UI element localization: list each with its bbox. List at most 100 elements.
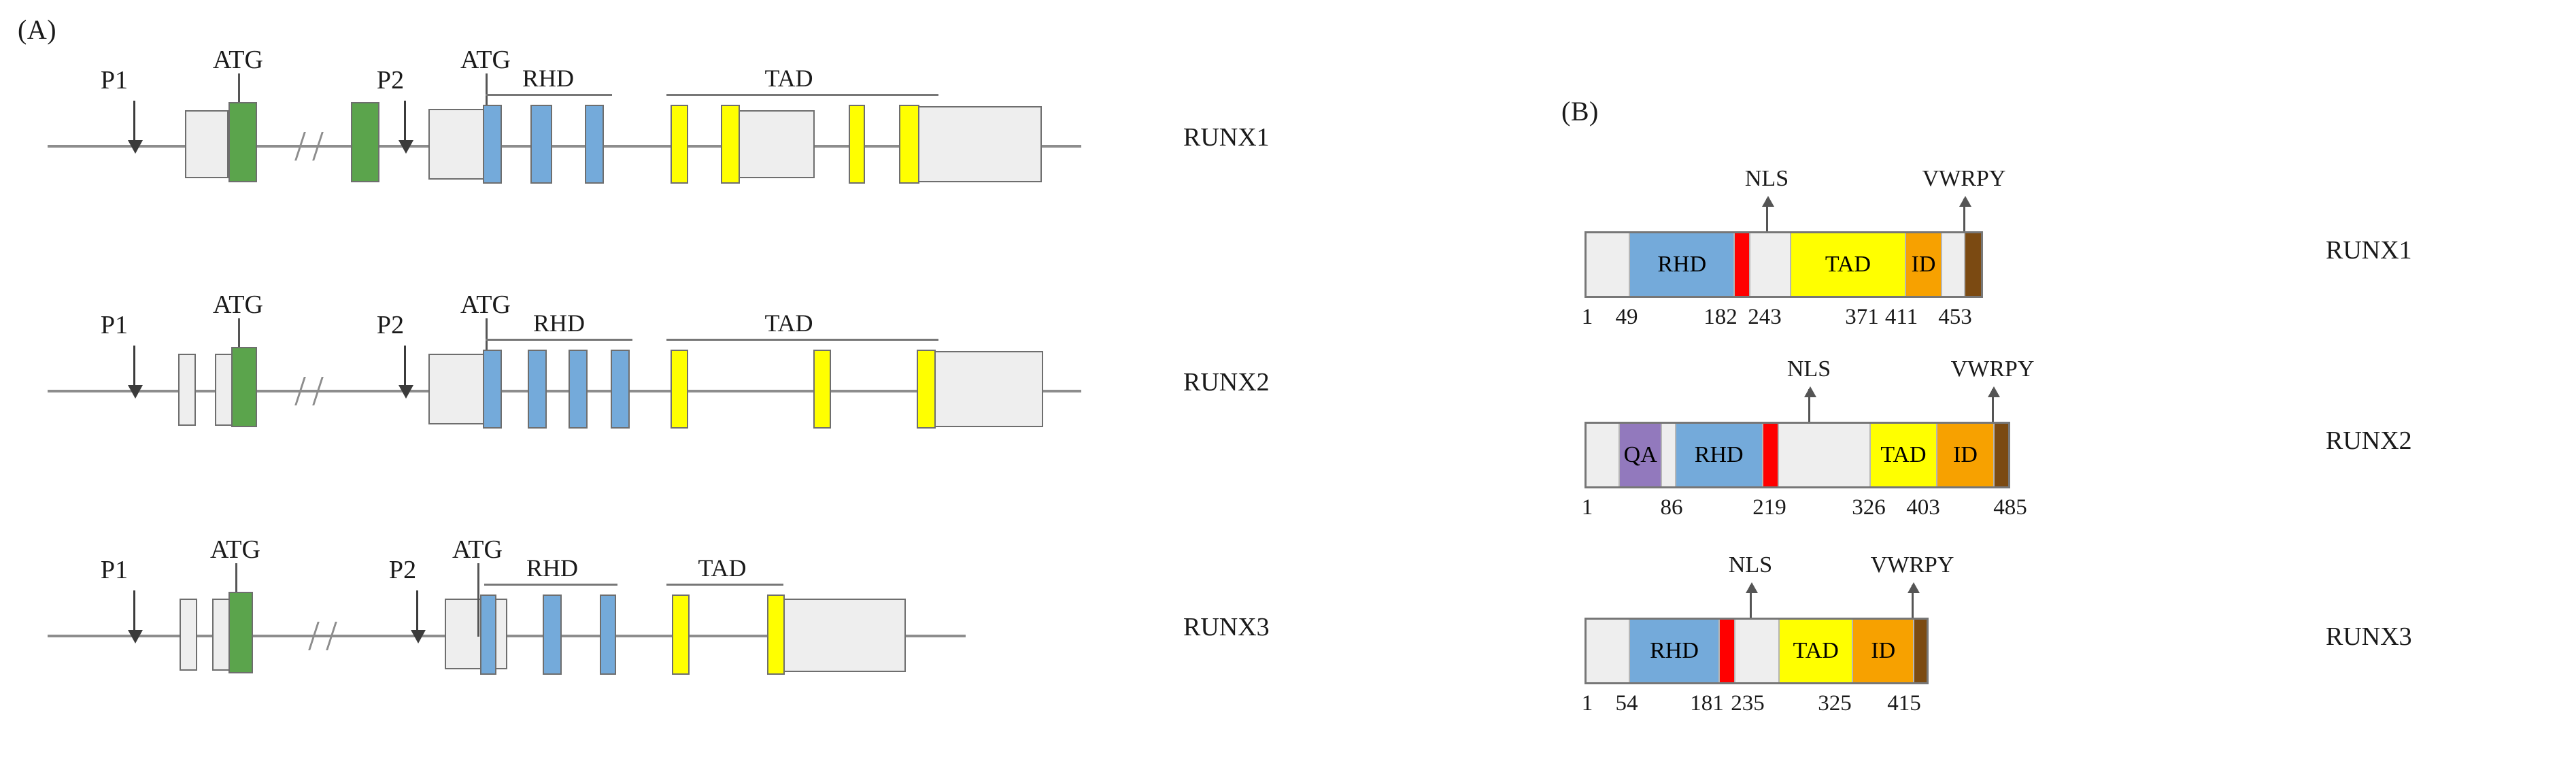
vwrpy-label: VWRPY	[1950, 356, 2035, 382]
segment-linker	[1778, 424, 1871, 486]
vwrpy-arrow-head	[1988, 386, 2000, 397]
exon-rhd	[543, 595, 562, 675]
exon-3utr	[918, 106, 1042, 182]
atg1-label: ATG	[213, 290, 263, 319]
segment-rhd: RHD	[1630, 233, 1735, 296]
exon-p1-coding	[228, 592, 253, 673]
atg2-label: ATG	[452, 535, 503, 564]
protein-label-runx2: RUNX2	[2326, 426, 2412, 455]
tad-bracket	[666, 584, 783, 586]
segment-rhd: RHD	[1676, 424, 1763, 486]
vwrpy-label: VWRPY	[1870, 552, 1954, 578]
exon-3utr	[934, 351, 1043, 427]
exon-utr	[445, 599, 507, 669]
segment-rhd: RHD	[1630, 620, 1720, 682]
tad-bracket	[666, 94, 938, 96]
p1-label: P1	[100, 556, 129, 584]
exon-rhd	[569, 350, 588, 429]
exon-p1-coding	[228, 102, 257, 182]
tad-label: TAD	[764, 309, 813, 337]
segment-nls	[1735, 233, 1750, 296]
p1-arrow-stem	[133, 346, 135, 388]
exon-utr	[739, 110, 815, 178]
position-label: 1	[1581, 691, 1593, 716]
exon-tad	[671, 350, 688, 429]
p2-label: P2	[388, 556, 417, 584]
p1-arrow-head	[128, 140, 143, 154]
vwrpy-arrow-head	[1959, 196, 1971, 207]
p1-label: P1	[100, 311, 129, 339]
exon-tad	[767, 595, 785, 675]
segment-linker	[1750, 233, 1792, 296]
vwrpy-label: VWRPY	[1922, 166, 2006, 191]
position-label: 54	[1615, 691, 1638, 716]
position-label: 181	[1690, 691, 1724, 716]
p1-arrow-stem	[133, 101, 135, 143]
rhd-bracket	[486, 339, 632, 341]
position-label: 219	[1752, 495, 1786, 520]
segment-qa: QA	[1620, 424, 1663, 486]
gene-row-runx1: P1 ATG P2 ATG RHD TAD RUNX1	[0, 46, 1270, 218]
segment-tad: TAD	[1791, 233, 1906, 296]
exon-rhd	[530, 105, 552, 184]
segment-id: ID	[1937, 424, 1995, 486]
exon-tad	[899, 105, 919, 184]
position-label: 453	[1938, 305, 1972, 329]
tad-label: TAD	[764, 65, 813, 92]
rhd-bracket	[486, 94, 612, 96]
gene-row-runx3: P1 ATG P2 ATG RHD TAD RUNX3	[0, 535, 1270, 707]
gene-label-runx1: RUNX1	[1183, 123, 1270, 152]
exon-utr	[180, 599, 197, 671]
position-label: 403	[1906, 495, 1940, 520]
nls-arrow-stem	[1766, 199, 1768, 231]
exon-rhd	[480, 595, 496, 675]
nls-arrow-stem	[1808, 389, 1810, 422]
gene-label-runx3: RUNX3	[1183, 613, 1270, 641]
exon-utr	[428, 354, 492, 424]
atg2-label: ATG	[460, 46, 511, 74]
segment-vwrpy	[1965, 233, 1981, 296]
nls-arrow-head	[1762, 196, 1774, 207]
p1-arrow-stem	[133, 590, 135, 633]
p1-arrow-head	[128, 385, 143, 399]
exon-tad	[813, 350, 831, 429]
position-label: 326	[1852, 495, 1886, 520]
position-label: 1	[1581, 305, 1593, 329]
gene-row-runx2: P1 ATG P2 ATG RHD TAD RUNX2	[0, 290, 1270, 463]
exon-3utr	[783, 599, 906, 672]
p2-arrow-head	[399, 140, 413, 154]
vwrpy-arrow-stem	[1992, 389, 1994, 422]
exon-rhd	[585, 105, 604, 184]
atg2-tick	[477, 563, 479, 637]
p2-label: P2	[376, 66, 405, 95]
exon-p1-coding	[351, 102, 379, 182]
exon-utr	[215, 354, 233, 426]
rhd-bracket	[484, 584, 617, 586]
atg1-label: ATG	[213, 46, 263, 74]
segment-nls	[1719, 620, 1735, 682]
exon-utr	[178, 354, 196, 426]
nls-arrow-stem	[1750, 585, 1752, 618]
segment-nls	[1763, 424, 1779, 486]
vwrpy-arrow-head	[1908, 582, 1920, 593]
position-label: 49	[1615, 305, 1638, 329]
p2-arrow-head	[411, 630, 426, 643]
rhd-label: RHD	[532, 309, 586, 337]
position-label: 182	[1704, 305, 1738, 329]
segment-nterm	[1587, 620, 1631, 682]
segment-vwrpy	[1914, 620, 1927, 682]
exon-tad	[917, 350, 936, 429]
position-label: 86	[1660, 495, 1683, 520]
position-label: 325	[1818, 691, 1852, 716]
protein-row-runx1: NLS VWRPY RHD TAD ID 1 49 182 243 371 41…	[1582, 166, 2412, 329]
nls-label: NLS	[1744, 166, 1789, 191]
nls-label: NLS	[1786, 356, 1831, 382]
segment-vwrpy	[1995, 424, 2008, 486]
panel-b-label: (B)	[1561, 96, 1599, 127]
p2-label: P2	[376, 311, 405, 339]
nls-arrow-head	[1746, 582, 1758, 593]
position-label: 243	[1748, 305, 1782, 329]
exon-utr	[212, 599, 230, 671]
segment-id: ID	[1905, 233, 1943, 296]
exon-rhd	[528, 350, 547, 429]
